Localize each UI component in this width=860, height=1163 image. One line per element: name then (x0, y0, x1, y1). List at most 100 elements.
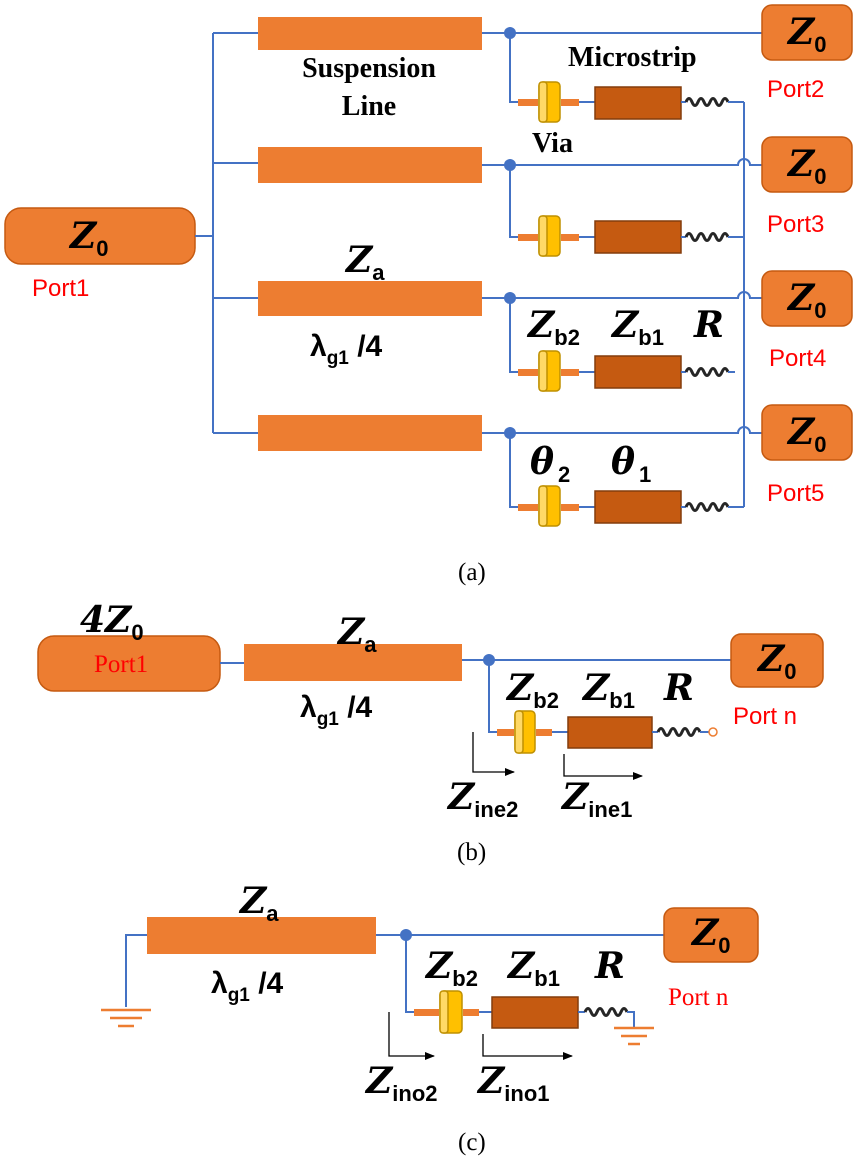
microstrip-block (594, 220, 682, 254)
suspension-line-2 (258, 147, 482, 183)
port-n-label-c: Port n (668, 984, 729, 1011)
suspension-line-3 (258, 281, 482, 316)
via-pin (463, 1009, 479, 1016)
port4-block (761, 270, 853, 327)
port3-block (761, 136, 853, 193)
port5-block (761, 404, 853, 461)
microstrip-block (594, 355, 682, 389)
ground-wire-right (627, 1011, 635, 1028)
port4-label: Port4 (769, 345, 826, 372)
port2-block (761, 4, 853, 61)
port1-label-b: Port1 (94, 651, 148, 678)
port-n-block-b (730, 633, 824, 688)
zine1-arrow (563, 754, 643, 780)
port-n-block-c (663, 907, 759, 963)
zb2-label-b: Zb2 (505, 667, 559, 713)
suspension-line-label-2: Line (342, 91, 396, 122)
resistor (684, 232, 730, 242)
port-n-z0-b: Z0 (756, 638, 797, 684)
via-cap (538, 81, 548, 123)
input-trunk-wire (195, 32, 258, 434)
port5-z0: Z0 (786, 411, 827, 457)
za-label-c: Za (238, 880, 279, 926)
zb1-label-c: Zb1 (506, 945, 560, 991)
via-cap (538, 485, 548, 527)
zino1-arrow (482, 1034, 573, 1060)
via-pin (518, 504, 538, 511)
port4-z0: Z0 (786, 277, 827, 323)
suspension-line-label-1: Suspension (302, 53, 436, 84)
via-pin (518, 234, 538, 241)
via-pin (414, 1009, 439, 1016)
via-pin (561, 369, 579, 376)
port1-label: Port1 (32, 275, 89, 302)
panel-b: Port1 4Z0 Z0 Port n Za λg1 /4 Zb2 Zb1 R … (37, 599, 824, 866)
panel-c: Z0 Port n Za λg1 /4 Zb2 Zb1 R Zino2 Zino… (101, 880, 759, 1156)
resistor (684, 97, 730, 107)
branch-wire-1 (509, 33, 518, 103)
microstrip-label: Microstrip (568, 42, 697, 73)
isolation-branch-2 (509, 165, 744, 257)
via-cap (514, 710, 524, 754)
via-pin (536, 729, 552, 736)
zb2-label-c: Zb2 (424, 945, 478, 991)
za-label-b: Za (336, 611, 377, 657)
via-pin (561, 504, 579, 511)
zine1-label: Zine1 (560, 776, 632, 822)
branch-wire-c (405, 935, 414, 1013)
branch-wire-4 (509, 433, 518, 508)
zino2-label: Zino2 (364, 1060, 438, 1106)
suspension-line-1 (258, 17, 482, 50)
microstrip-block-c (491, 996, 579, 1029)
via-pin (561, 99, 579, 106)
branch-wire-2 (509, 165, 518, 238)
via-label: Via (532, 128, 573, 159)
caption-c: (c) (458, 1129, 486, 1156)
four-z0-label: 4Z0 (80, 599, 144, 645)
microstrip-block-b (567, 716, 653, 749)
output-wire-3 (482, 158, 762, 166)
port2-z0: Z0 (786, 11, 827, 57)
isolation-branch-3 (509, 298, 735, 392)
via-pin (497, 729, 514, 736)
microstrip-block (594, 490, 682, 524)
zine2-arrow (472, 732, 515, 776)
r-label: R (693, 304, 724, 346)
zino1-label: Zino1 (476, 1060, 550, 1106)
microstrip-block (594, 86, 682, 120)
quarter-wave-label-b: λg1 /4 (300, 691, 373, 730)
zb1-label: Zb1 (610, 304, 664, 350)
via-pin (561, 234, 579, 241)
isolation-branch-1 (509, 33, 744, 123)
caption-b: (b) (457, 839, 486, 866)
port-n-z0-c: Z0 (690, 912, 731, 958)
zb1-label-b: Zb1 (581, 667, 635, 713)
via-pin (518, 99, 538, 106)
ground-wire-c (125, 934, 147, 1007)
port1-z0: Z0 (68, 215, 109, 261)
quarter-wave-line-c (147, 917, 376, 954)
output-wire-4 (482, 291, 762, 299)
branch-wire-3 (509, 298, 518, 373)
resistor-b (656, 727, 702, 737)
caption-a: (a) (458, 559, 486, 586)
za-label: Za (344, 239, 385, 285)
port5-label: Port5 (767, 480, 824, 507)
via-cap (439, 990, 449, 1034)
zb2-label: Zb2 (526, 304, 580, 350)
port3-label: Port3 (767, 211, 824, 238)
ground-symbol-left (101, 1008, 151, 1028)
zine2-label: Zine2 (446, 776, 518, 822)
output-wire-5 (482, 426, 762, 434)
quarter-wave-label: λg1 /4 (310, 330, 383, 369)
resistor-c (583, 1007, 629, 1017)
open-terminal (708, 727, 718, 737)
resistor (684, 502, 730, 512)
panel-a: Z0 Port1 (4, 4, 853, 586)
port3-z0: Z0 (786, 143, 827, 189)
branch-wire-b (488, 660, 497, 733)
resistor (684, 367, 730, 377)
